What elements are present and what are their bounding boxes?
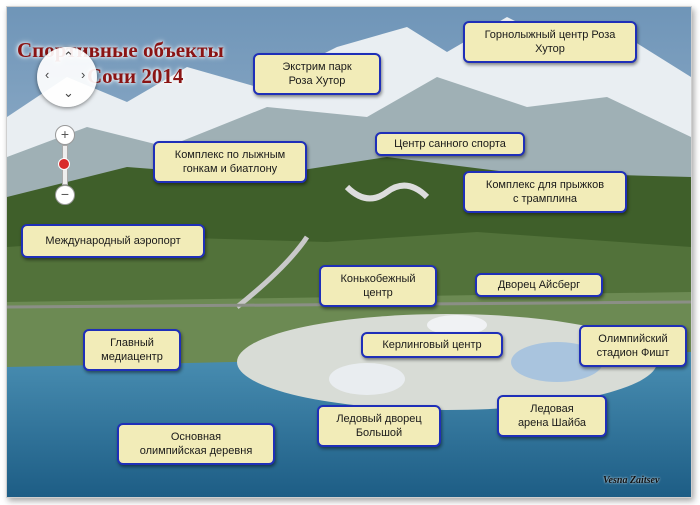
label-olympic-village[interactable]: Основная олимпийская деревня <box>117 423 275 465</box>
label-extreme-park[interactable]: Экстрим парк Роза Хутор <box>253 53 381 95</box>
label-iceberg-palace[interactable]: Дворец Айсберг <box>475 273 603 297</box>
label-speed-skating[interactable]: Конькобежный центр <box>319 265 437 307</box>
label-media-center[interactable]: Главный медиацентр <box>83 329 181 371</box>
pan-right-icon[interactable]: › <box>81 67 86 82</box>
title-line-2: Сочи 2014 <box>87 64 184 88</box>
zoom-slider-handle[interactable] <box>58 158 70 170</box>
zoom-out-button[interactable]: − <box>55 185 75 205</box>
label-fisht-stadium[interactable]: Олимпийский стадион Фишт <box>579 325 687 367</box>
label-shayba-arena[interactable]: Ледовая арена Шайба <box>497 395 607 437</box>
author-signature: Vesna Zaitsev <box>603 475 660 486</box>
pan-control[interactable]: ‹ › ⌃ ⌄ <box>37 47 97 107</box>
label-ski-biathlon[interactable]: Комплекс по лыжным гонкам и биатлону <box>153 141 307 183</box>
zoom-in-button[interactable]: + <box>55 125 75 145</box>
pan-down-icon[interactable]: ⌄ <box>63 85 74 100</box>
label-curling-center[interactable]: Керлинговый центр <box>361 332 503 358</box>
label-rosa-khutor-ski[interactable]: Горнолыжный центр Роза Хутор <box>463 21 637 63</box>
zoom-control: + − <box>55 125 75 205</box>
label-airport[interactable]: Международный аэропорт <box>21 224 205 258</box>
label-ski-jumping[interactable]: Комплекс для прыжков с трамплина <box>463 171 627 213</box>
pan-up-icon[interactable]: ⌃ <box>63 49 74 64</box>
pan-left-icon[interactable]: ‹ <box>45 67 50 82</box>
map-frame: Спортивные объекты Сочи 2014 ‹ › ⌃ ⌄ + −… <box>6 6 692 498</box>
label-bolshoy-ice-dome[interactable]: Ледовый дворец Большой <box>317 405 441 447</box>
label-sliding-center[interactable]: Центр санного спорта <box>375 132 525 156</box>
